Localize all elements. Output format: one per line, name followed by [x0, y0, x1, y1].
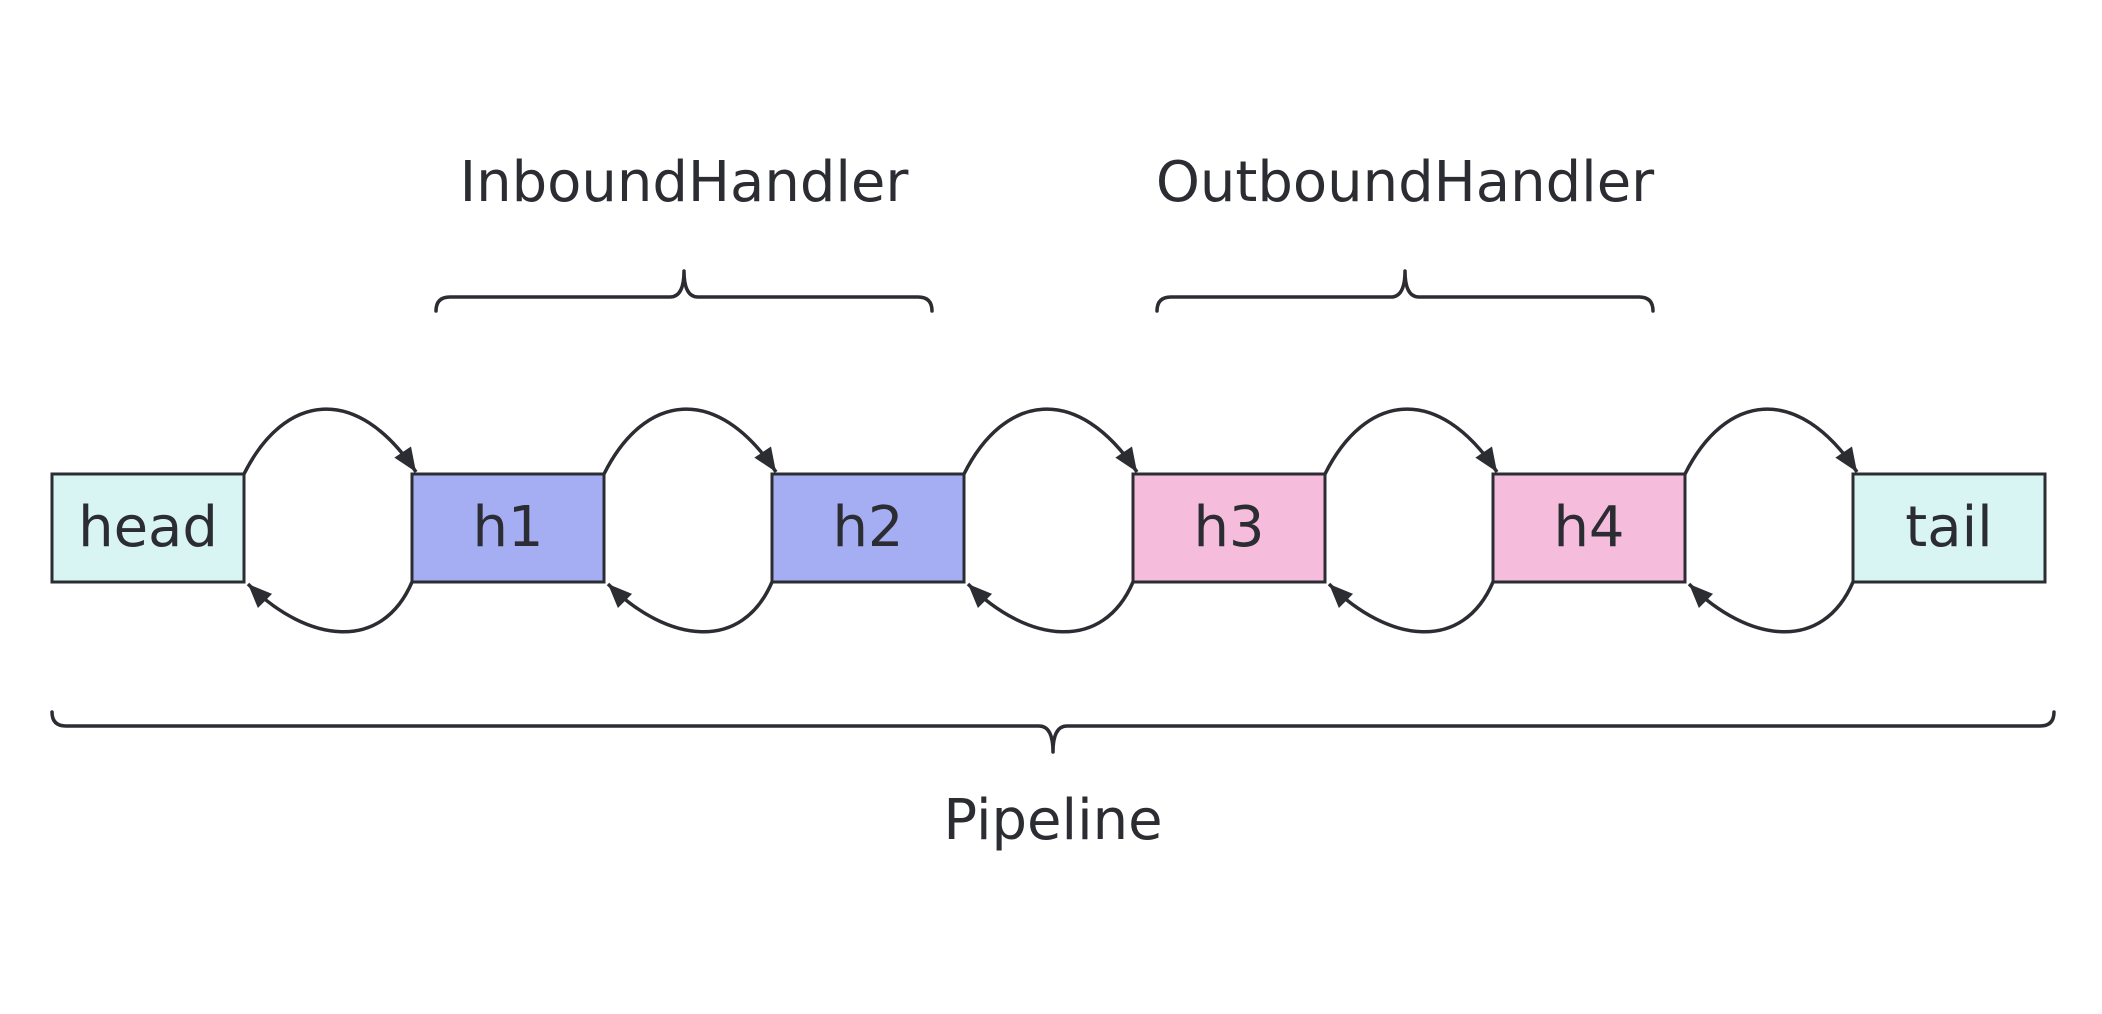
edge-h2-to-h3: [962, 407, 1139, 475]
inbound-group-label: InboundHandler: [460, 150, 910, 215]
pipeline-group-label: Pipeline: [943, 788, 1162, 853]
arrowhead-h4-to-tail: [1835, 446, 1857, 472]
arrowhead-h3-to-h4: [1475, 446, 1497, 472]
inbound-brace: [434, 269, 934, 313]
arrowhead-h2-to-h3: [1115, 446, 1137, 472]
node-tail-box: [1851, 472, 2047, 584]
edge-h4-to-tail: [1683, 407, 1859, 475]
node-h3: h3: [1131, 472, 1327, 584]
node-h4-label: h4: [1553, 495, 1624, 560]
braces-layer: [50, 269, 2056, 754]
node-h1-box: [410, 472, 606, 584]
edge-h1-to-head: [246, 581, 414, 634]
nodes-layer: head h1 h2 h3 h4 tail: [50, 472, 2047, 584]
edge-h2-to-h1: [606, 581, 774, 634]
edge-head-to-h1: [242, 407, 418, 475]
edge-tail-to-h4: [1687, 581, 1855, 634]
arrowhead-h2-to-h1: [608, 584, 633, 609]
outbound-group-label: OutboundHandler: [1156, 150, 1655, 215]
edges-layer: [242, 407, 1859, 634]
arrowhead-h1-to-h2: [754, 446, 776, 472]
edge-h3-to-h4: [1323, 407, 1499, 475]
node-tail-label: tail: [1905, 495, 1992, 560]
node-h4-box: [1491, 472, 1687, 584]
pipeline-brace: [50, 710, 2056, 754]
edge-h1-to-h2: [602, 407, 778, 475]
arrowhead-tail-to-h4: [1689, 584, 1714, 609]
node-h3-label: h3: [1193, 495, 1264, 560]
edge-h4-to-h3: [1327, 581, 1495, 634]
arrowhead-head-to-h1: [394, 446, 416, 472]
node-h1: h1: [410, 472, 606, 584]
arrowhead-h4-to-h3: [1329, 584, 1354, 609]
edge-h3-to-h2: [966, 581, 1135, 634]
node-h2-label: h2: [832, 495, 903, 560]
node-head-box: [50, 472, 246, 584]
node-head: head: [50, 472, 246, 584]
node-h2-box: [770, 472, 966, 584]
node-tail: tail: [1851, 472, 2047, 584]
node-head-label: head: [78, 495, 218, 560]
node-h1-label: h1: [472, 495, 543, 560]
arrowhead-h3-to-h2: [968, 584, 993, 609]
outbound-brace: [1155, 269, 1655, 313]
node-h3-box: [1131, 472, 1327, 584]
node-h2: h2: [770, 472, 966, 584]
node-h4: h4: [1491, 472, 1687, 584]
arrowhead-h1-to-head: [248, 584, 273, 609]
